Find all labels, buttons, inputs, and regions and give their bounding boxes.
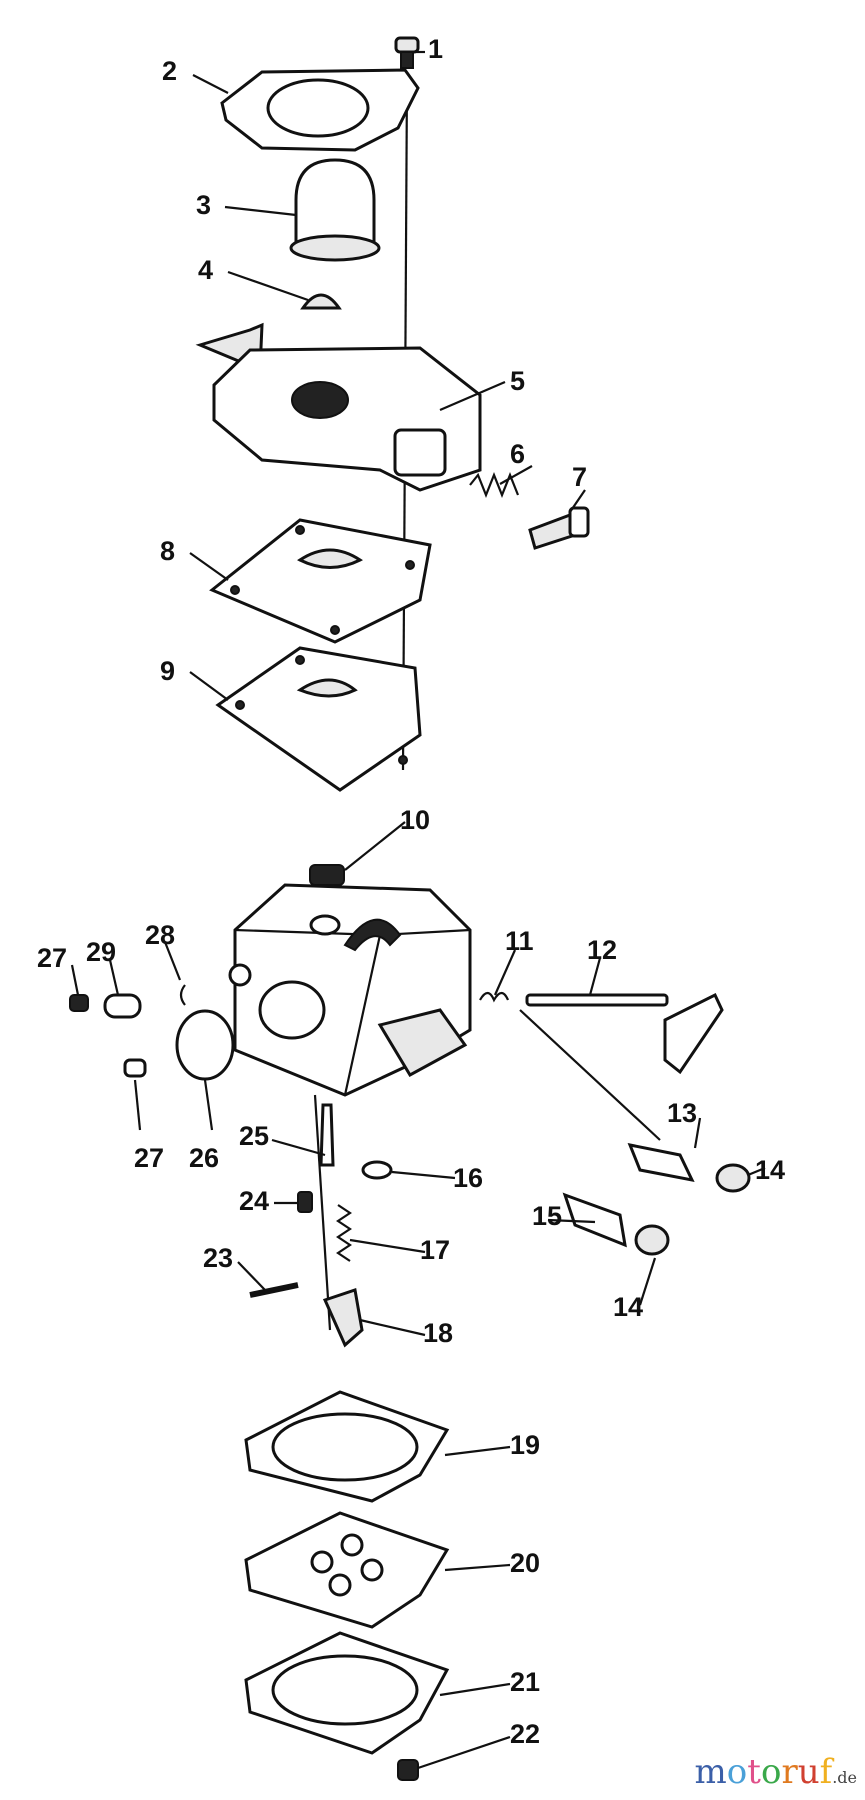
watermark-letter: o xyxy=(726,1752,748,1792)
label-part-6: 6 xyxy=(510,439,525,469)
label-part-17: 17 xyxy=(420,1235,450,1265)
watermark-suffix: .de xyxy=(832,1768,857,1787)
part-21-gasket[interactable] xyxy=(244,1631,450,1755)
label-part-5: 5 xyxy=(510,366,525,396)
part-18-lever[interactable] xyxy=(322,1288,364,1348)
leader-lines xyxy=(70,50,766,1770)
label-part-15: 15 xyxy=(532,1201,562,1231)
part-13-needle[interactable] xyxy=(627,1142,751,1193)
part-10-cap[interactable] xyxy=(309,864,345,886)
label-part-1: 1 xyxy=(428,34,443,64)
part-1-screw[interactable] xyxy=(394,36,420,69)
label-part-2: 2 xyxy=(162,56,177,86)
part-23-pin[interactable] xyxy=(249,1282,299,1298)
label-part-21: 21 xyxy=(510,1667,540,1697)
label-part-10: 10 xyxy=(400,805,430,835)
label-part-8: 8 xyxy=(160,536,175,566)
part-27-screw-lower[interactable] xyxy=(123,1058,147,1078)
part-9-gasket[interactable] xyxy=(215,646,422,792)
part-5-pump-cover[interactable] xyxy=(195,322,482,492)
label-part-11: 11 xyxy=(505,926,534,956)
part-11-spring[interactable] xyxy=(479,991,510,1003)
assembly-axis-line-lower xyxy=(313,1094,332,1331)
part-24-screw[interactable] xyxy=(297,1191,313,1213)
watermark-letter: r xyxy=(781,1752,798,1792)
part-7-adjust-screw[interactable] xyxy=(528,506,590,550)
label-part-18: 18 xyxy=(423,1318,453,1348)
part-27-screw-upper[interactable] xyxy=(69,994,89,1012)
label-part-4: 4 xyxy=(198,255,213,285)
part-12-throttle-shaft[interactable] xyxy=(525,992,724,1075)
watermark-letter: m xyxy=(694,1752,727,1792)
part-26-plate[interactable] xyxy=(175,1009,235,1081)
label-part-19: 19 xyxy=(510,1430,540,1460)
part-20-diaphragm[interactable] xyxy=(244,1511,450,1629)
carburetor-body[interactable] xyxy=(228,883,472,1097)
label-part-9: 9 xyxy=(160,656,175,686)
label-part-29: 29 xyxy=(86,937,116,967)
part-3-primer-bulb[interactable] xyxy=(289,158,381,262)
part-29-bushing[interactable] xyxy=(103,993,142,1019)
part-15-needle[interactable] xyxy=(562,1192,670,1256)
part-16-washer[interactable] xyxy=(361,1160,393,1180)
part-19-gasket[interactable] xyxy=(244,1390,450,1503)
label-part-7: 7 xyxy=(572,462,587,492)
part-2-gasket[interactable] xyxy=(220,68,420,152)
watermark-letter: t xyxy=(747,1752,761,1792)
part-8-diaphragm[interactable] xyxy=(209,518,432,644)
part-17-spring[interactable] xyxy=(336,1204,352,1262)
assembly-axis-line-needle xyxy=(519,1009,661,1141)
label-part-23: 23 xyxy=(203,1243,233,1273)
label-part-16: 16 xyxy=(453,1163,483,1193)
part-28-clip[interactable] xyxy=(179,984,186,1006)
watermark-letter: u xyxy=(797,1752,820,1792)
part-14-cap-right xyxy=(715,1163,751,1193)
part-25-inlet-needle[interactable] xyxy=(319,1103,335,1167)
part-22-screw[interactable] xyxy=(397,1759,419,1781)
label-part-22: 22 xyxy=(510,1719,540,1749)
watermark-logo: motoruf.de xyxy=(695,1752,857,1792)
watermark-letter: f xyxy=(819,1752,833,1792)
watermark-letter: o xyxy=(760,1752,782,1792)
label-part-3: 3 xyxy=(196,190,211,220)
label-part-26: 26 xyxy=(189,1143,219,1173)
part-6-spring[interactable] xyxy=(469,472,520,498)
label-part-27-lower: 27 xyxy=(134,1143,164,1173)
label-part-24: 24 xyxy=(239,1186,269,1216)
label-part-28: 28 xyxy=(145,920,175,950)
label-part-20: 20 xyxy=(510,1548,540,1578)
part-4-check-valve[interactable] xyxy=(300,293,342,310)
label-part-12: 12 xyxy=(587,935,617,965)
label-part-25: 25 xyxy=(239,1121,269,1151)
label-part-27-upper: 27 xyxy=(37,943,67,973)
part-14-cap-left xyxy=(634,1224,670,1256)
label-part-14-right: 14 xyxy=(755,1155,785,1185)
watermark-text: motoruf xyxy=(695,1752,833,1792)
label-part-13: 13 xyxy=(667,1098,697,1128)
label-part-14-left: 14 xyxy=(613,1292,643,1322)
